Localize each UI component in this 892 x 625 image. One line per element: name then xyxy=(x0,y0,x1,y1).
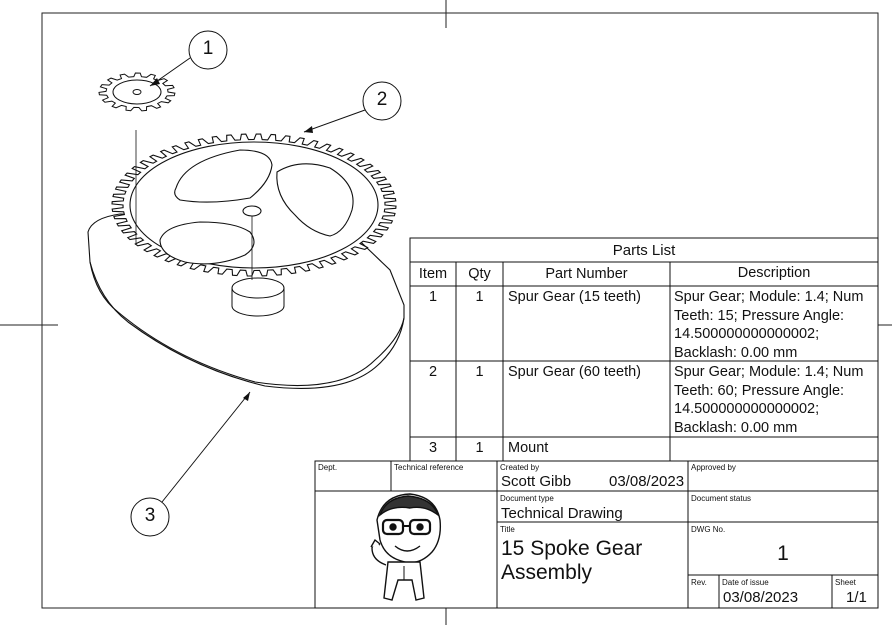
date-of-issue-label: Date of issue xyxy=(722,578,769,587)
rev-label: Rev. xyxy=(691,578,707,587)
table-row-1-item: 1 xyxy=(428,289,438,305)
title-label: Title xyxy=(500,525,515,534)
description-line: Spur Gear; Module: 1.4; Num xyxy=(674,289,864,305)
table-row-3-qty: 1 xyxy=(475,440,484,456)
table-row-1-part-number: Spur Gear (15 teeth) xyxy=(508,289,641,305)
table-row-2-item: 2 xyxy=(428,364,438,380)
hub-part xyxy=(231,277,285,317)
dept-label: Dept. xyxy=(318,463,338,472)
created-by-label: Created by xyxy=(500,463,540,472)
created-by-value: Scott Gibb xyxy=(501,473,572,490)
date-of-issue-value: 03/08/2023 xyxy=(723,589,799,606)
table-row-1-qty: 1 xyxy=(475,289,484,305)
leader-arrowheads xyxy=(150,78,313,401)
document-status-label: Document status xyxy=(691,494,752,503)
description-line: Backlash: 0.00 mm xyxy=(674,344,798,361)
description-line: Teeth: 15; Pressure Angle: xyxy=(674,307,845,324)
table-row-2-qty: 1 xyxy=(475,364,484,380)
parts-list-header-part-number: Part Number xyxy=(545,266,628,282)
table-row-3-part-number: Mount xyxy=(508,440,549,456)
drawing-title-line-1: 15 Spoke Gear xyxy=(501,537,643,560)
document-type-value: Technical Drawing xyxy=(501,505,623,522)
sheet-value: 1/1 xyxy=(846,589,867,606)
dwg-no-value: 1 xyxy=(777,542,789,565)
description-line: Backlash: 0.00 mm xyxy=(674,419,798,436)
balloon-1: 1 xyxy=(202,38,214,59)
created-date-value: 03/08/2023 xyxy=(609,473,685,490)
parts-list-title: Parts List xyxy=(612,242,676,259)
table-row-2-description: Spur Gear; Module: 1.4; Num Teeth: 60; P… xyxy=(674,363,863,437)
author-caricature-logo xyxy=(370,493,442,601)
approved-by-label: Approved by xyxy=(691,463,736,472)
parts-list-header-item: Item xyxy=(418,266,448,282)
description-line: Spur Gear; Module: 1.4; Num xyxy=(674,364,864,380)
parts-list-header-qty: Qty xyxy=(468,266,491,282)
spur-gear-60-teeth xyxy=(111,133,397,280)
dwg-no-label: DWG No. xyxy=(691,525,726,534)
document-type-label: Document type xyxy=(500,494,554,503)
technical-reference-label: Technical reference xyxy=(394,463,464,472)
parts-list-grid xyxy=(409,237,879,463)
balloon-3: 3 xyxy=(144,505,156,526)
table-row-2-part-number: Spur Gear (60 teeth) xyxy=(508,364,641,380)
parts-list-header-description: Description xyxy=(737,265,811,281)
drawing-title-line-2: Assembly xyxy=(501,561,593,584)
balloon-2: 2 xyxy=(376,89,388,110)
description-line: 14.500000000000002; xyxy=(674,326,820,342)
description-line: Teeth: 60; Pressure Angle: xyxy=(674,382,845,399)
table-row-3-item: 3 xyxy=(428,440,438,456)
table-row-1-description: Spur Gear; Module: 1.4; Num Teeth: 15; P… xyxy=(674,288,863,362)
sheet-label: Sheet xyxy=(835,578,856,587)
balloon-leaders xyxy=(130,30,402,537)
description-line: 14.500000000000002; xyxy=(674,401,820,417)
